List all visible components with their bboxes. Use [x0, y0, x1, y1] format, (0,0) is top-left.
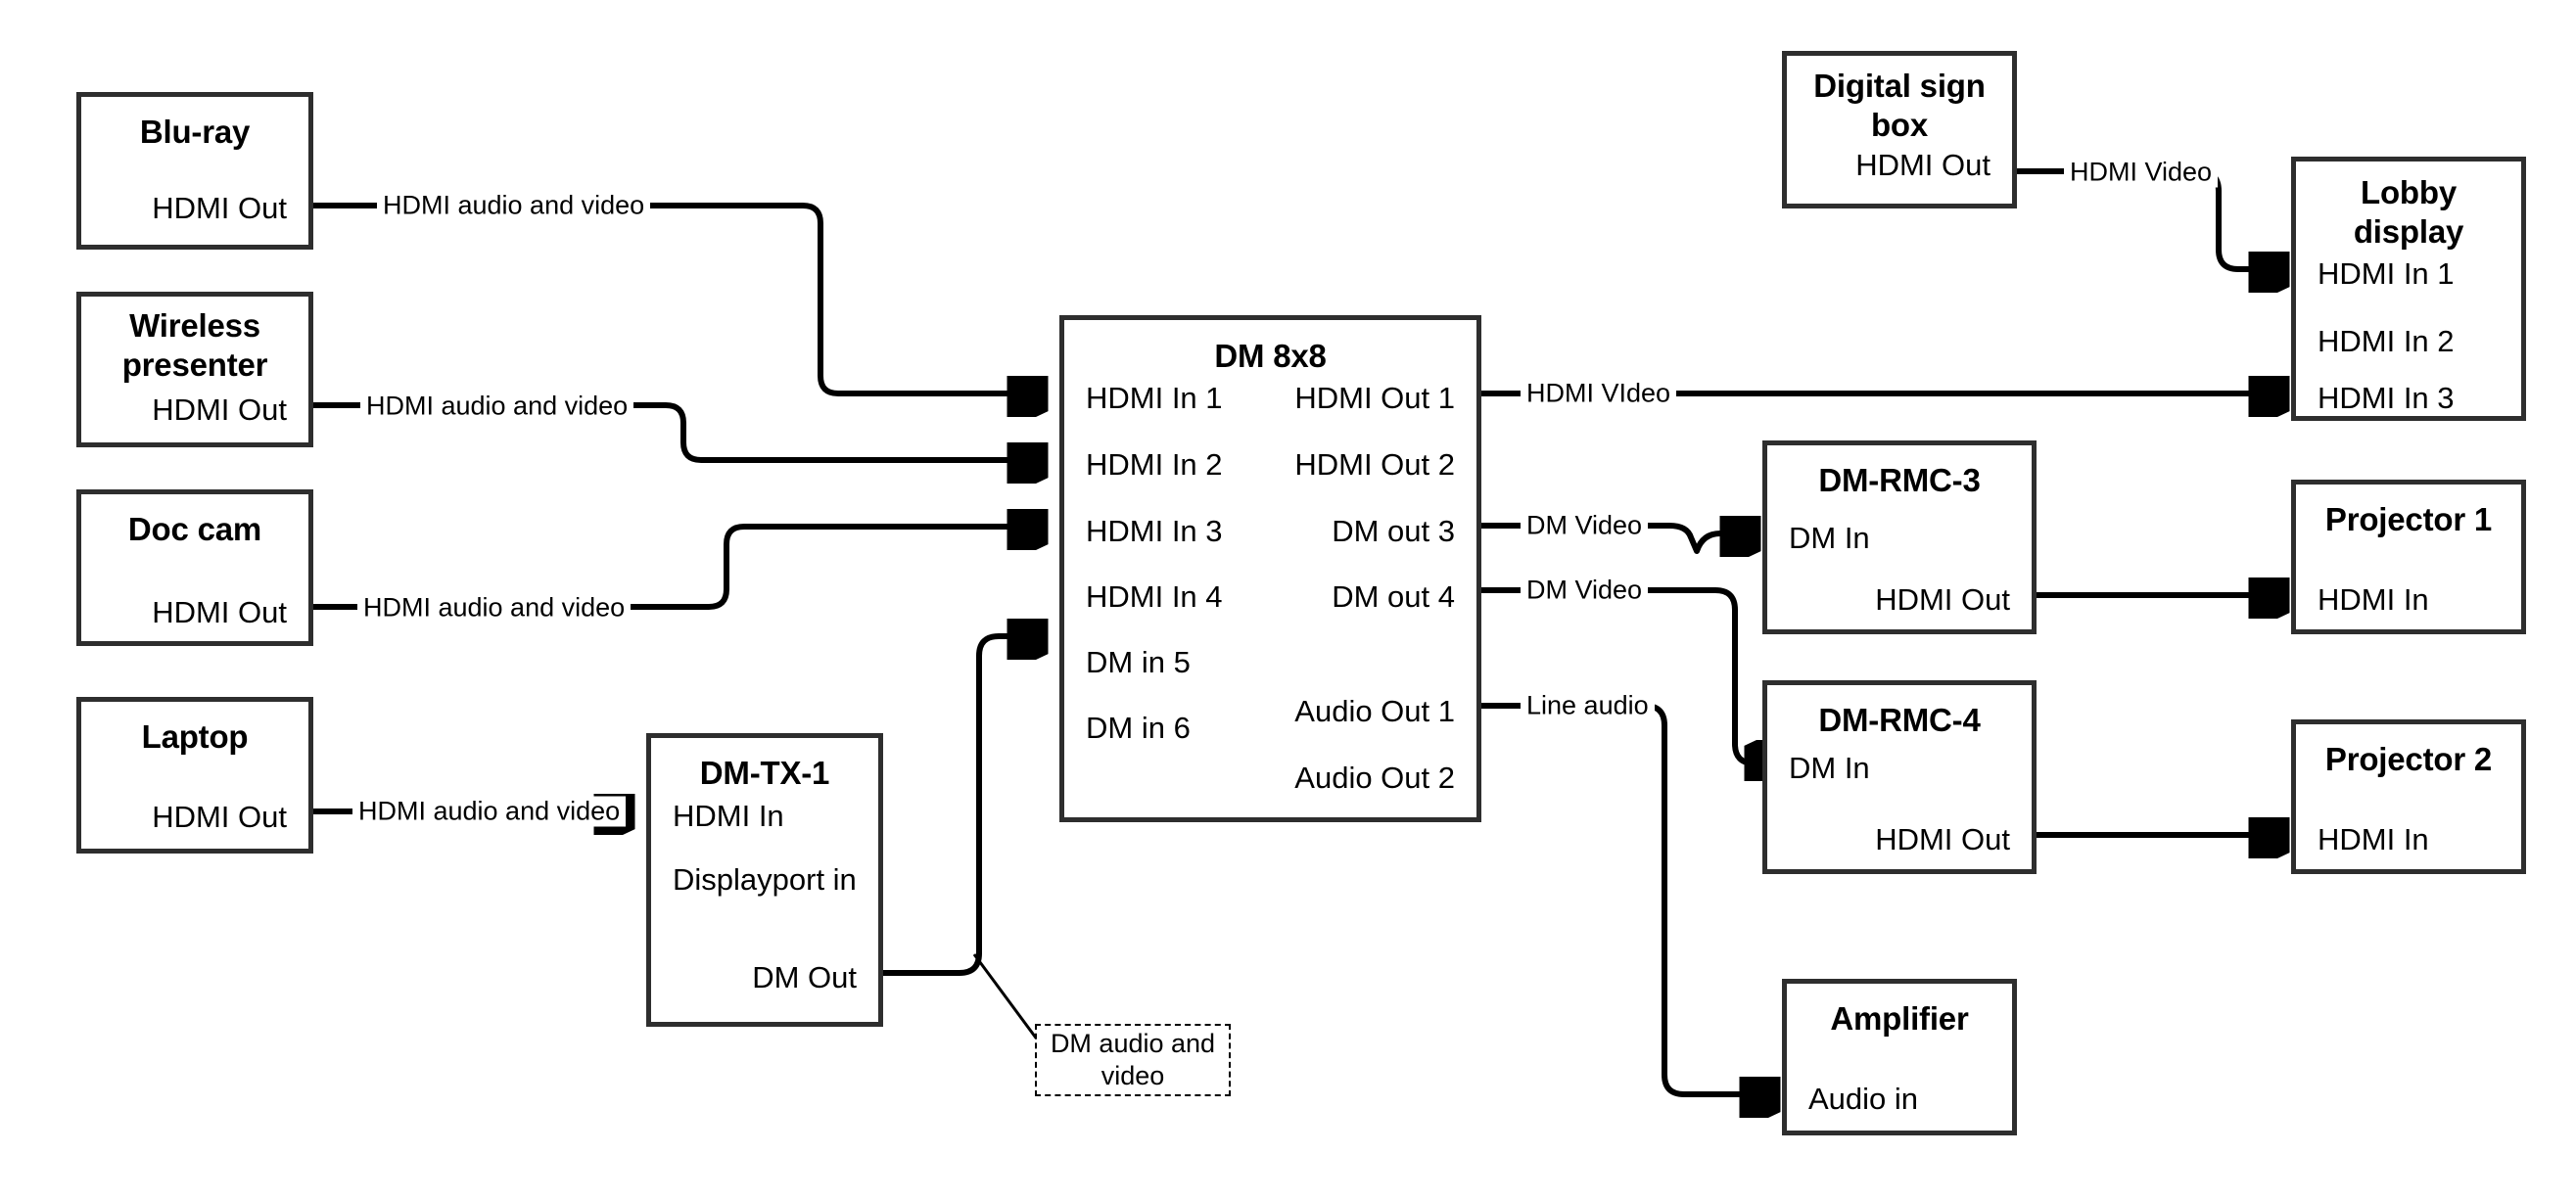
callout-line2: video [1101, 1061, 1165, 1090]
wire-dm-out3-to-rmc3 [1481, 526, 1753, 551]
device-box-projector-2[interactable]: Projector 2 HDMI In [2291, 719, 2526, 874]
dm-8x8-title: DM 8x8 [1214, 338, 1327, 374]
amplifier-port-audio-in[interactable]: Audio in [1808, 1082, 1919, 1116]
wire-label-doccam: HDMI audio and video [357, 592, 632, 624]
device-box-dm-tx-1[interactable]: DM-TX-1 HDMI In Displayport in DM Out [646, 733, 883, 1027]
amplifier-title: Amplifier [1830, 1000, 1969, 1037]
dm-rmc-4-port-dm-in[interactable]: DM In [1789, 751, 1870, 785]
projector-1-port-hdmi-in[interactable]: HDMI In [2318, 582, 2429, 617]
dm-8x8-port-audio-out-1[interactable]: Audio Out 1 [1294, 694, 1455, 728]
wireless-presenter-port-hdmi-out[interactable]: HDMI Out [152, 393, 287, 427]
wire-dmtx-to-dm-in5 [883, 636, 1040, 976]
device-box-dm-rmc-3[interactable]: DM-RMC-3 DM In HDMI Out [1762, 440, 2037, 634]
wire-label-bluray: HDMI audio and video [377, 190, 651, 221]
digital-sign-box-port-hdmi-out[interactable]: HDMI Out [1855, 148, 1991, 182]
dm-8x8-port-hdmi-out-1[interactable]: HDMI Out 1 [1294, 381, 1455, 415]
dm-8x8-port-hdmi-in-2[interactable]: HDMI In 2 [1086, 447, 1223, 482]
dm-rmc-3-port-dm-in[interactable]: DM In [1789, 521, 1870, 555]
device-box-amplifier[interactable]: Amplifier Audio in [1782, 979, 2017, 1135]
wire-label-laptop: HDMI audio and video [352, 796, 627, 827]
dm-8x8-port-hdmi-out-2[interactable]: HDMI Out 2 [1294, 447, 1455, 482]
dm-8x8-port-dm-in-5[interactable]: DM in 5 [1086, 645, 1191, 679]
laptop-title: Laptop [141, 718, 249, 755]
device-box-dm-8x8[interactable]: DM 8x8 HDMI In 1 HDMI In 2 HDMI In 3 HDM… [1059, 315, 1481, 822]
lobby-display-title-line1: Lobby [2361, 174, 2457, 210]
projector-1-title: Projector 1 [2324, 501, 2493, 537]
wire-label-sign-hdmi-video: HDMI Video [2064, 157, 2219, 188]
wire-label-dm-video-3: DM Video [1521, 510, 1649, 541]
device-box-digital-sign-box[interactable]: Digital sign box HDMI Out [1782, 51, 2017, 208]
lobby-display-port-hdmi-in-3[interactable]: HDMI In 3 [2318, 381, 2455, 415]
dm-8x8-port-hdmi-in-1[interactable]: HDMI In 1 [1086, 381, 1223, 415]
dm-8x8-port-hdmi-in-3[interactable]: HDMI In 3 [1086, 514, 1223, 548]
device-box-lobby-display[interactable]: Lobby display HDMI In 1 HDMI In 2 HDMI I… [2291, 157, 2526, 421]
device-box-blu-ray[interactable]: Blu-ray HDMI Out [76, 92, 313, 250]
dm-tx-1-title: DM-TX-1 [699, 755, 830, 791]
lobby-display-title-line2: display [2353, 213, 2464, 250]
wire-doccam-to-dm-in3 [313, 527, 1040, 610]
dm-8x8-port-hdmi-in-4[interactable]: HDMI In 4 [1086, 579, 1223, 614]
dm-tx-1-port-dm-out[interactable]: DM Out [752, 960, 857, 994]
callout-line1: DM audio and [1050, 1029, 1216, 1058]
wire-wireless-to-dm-in2 [313, 402, 1040, 460]
projector-2-port-hdmi-in[interactable]: HDMI In [2318, 822, 2429, 856]
wire-label-line-audio: Line audio [1521, 690, 1655, 721]
dm-8x8-port-dm-in-6[interactable]: DM in 6 [1086, 711, 1191, 745]
device-box-doc-cam[interactable]: Doc cam HDMI Out [76, 489, 313, 646]
dm-rmc-4-port-hdmi-out[interactable]: HDMI Out [1875, 822, 2010, 856]
device-box-wireless-presenter[interactable]: Wireless presenter HDMI Out [76, 292, 313, 447]
wireless-presenter-title-line1: Wireless [129, 307, 260, 344]
dm-8x8-port-dm-out-4[interactable]: DM out 4 [1332, 579, 1455, 614]
callout-leader-line [972, 953, 1040, 1041]
blu-ray-port-hdmi-out[interactable]: HDMI Out [152, 191, 287, 225]
wire-bluray-to-dm-in1 [313, 203, 1040, 393]
lobby-display-port-hdmi-in-1[interactable]: HDMI In 1 [2318, 256, 2455, 291]
laptop-port-hdmi-out[interactable]: HDMI Out [152, 800, 287, 834]
wire-label-hdmi-video-out1: HDMI VIdeo [1521, 378, 1677, 409]
digital-sign-box-title-line1: Digital sign [1813, 68, 1986, 104]
dm-8x8-port-audio-out-2[interactable]: Audio Out 2 [1294, 761, 1455, 795]
doc-cam-title: Doc cam [127, 511, 262, 547]
doc-cam-port-hdmi-out[interactable]: HDMI Out [152, 595, 287, 629]
dm-rmc-3-port-hdmi-out[interactable]: HDMI Out [1875, 582, 2010, 617]
wire-dm-audioout1-to-amp [1481, 703, 1772, 1094]
dm-tx-1-port-hdmi-in[interactable]: HDMI In [673, 799, 784, 833]
dm-rmc-4-title: DM-RMC-4 [1818, 702, 1981, 738]
wire-label-wireless: HDMI audio and video [360, 391, 634, 422]
wire-label-dm-video-4: DM Video [1521, 575, 1649, 606]
projector-2-title: Projector 2 [2324, 741, 2493, 777]
dm-tx-1-port-displayport-in[interactable]: Displayport in [673, 862, 857, 897]
dm-8x8-port-dm-out-3[interactable]: DM out 3 [1332, 514, 1455, 548]
lobby-display-port-hdmi-in-2[interactable]: HDMI In 2 [2318, 324, 2455, 358]
digital-sign-box-title-line2: box [1870, 107, 1929, 143]
callout-dm-audio-and-video: DM audio and video [1035, 1024, 1231, 1096]
device-box-projector-1[interactable]: Projector 1 HDMI In [2291, 480, 2526, 634]
device-box-dm-rmc-4[interactable]: DM-RMC-4 DM In HDMI Out [1762, 680, 2037, 874]
device-box-laptop[interactable]: Laptop HDMI Out [76, 697, 313, 854]
blu-ray-title: Blu-ray [139, 114, 251, 150]
wire-dm-out4-to-rmc4 [1481, 587, 1755, 763]
dm-rmc-3-title: DM-RMC-3 [1818, 462, 1981, 498]
wireless-presenter-title-line2: presenter [121, 346, 268, 383]
